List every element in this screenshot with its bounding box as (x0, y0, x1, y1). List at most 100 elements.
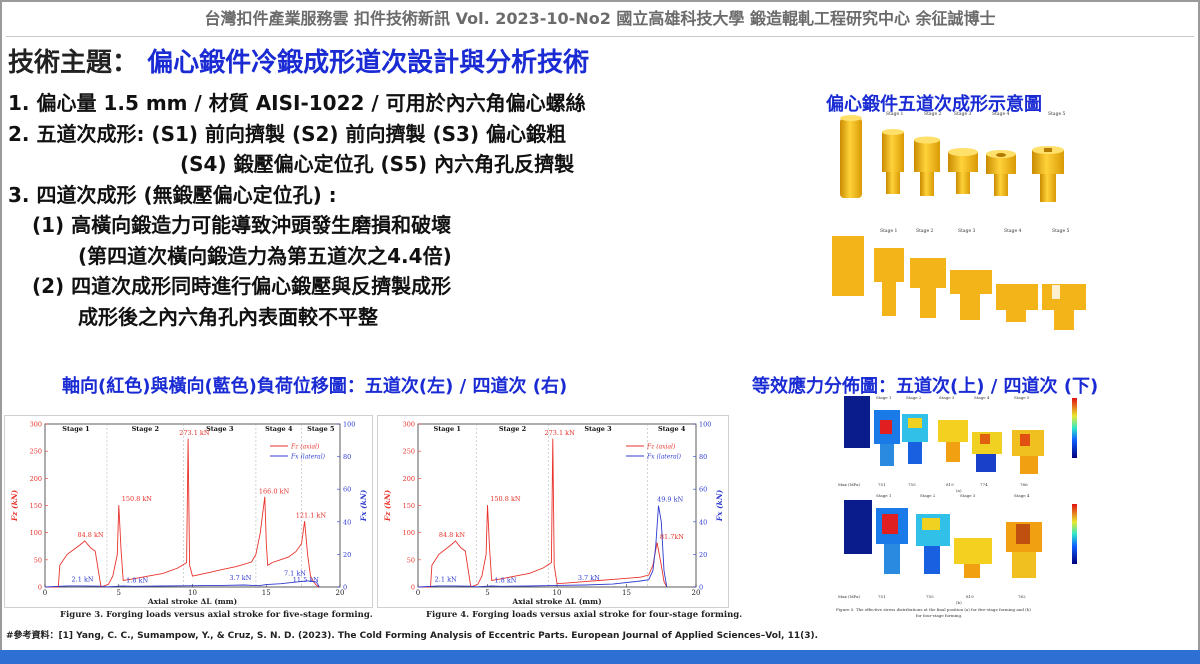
body-line-5: (1) 高橫向鍛造力可能導致沖頭發生磨損和破壞 (32, 213, 452, 237)
reference-text: #參考資料：[1] Yang, C. C., Sumampow, Y., & C… (6, 631, 819, 641)
schematic-stage-5: Stage 5 (1048, 111, 1066, 117)
stress-a-stage-3: Stage 3 (939, 395, 955, 400)
x-tick-label: 5 (485, 589, 489, 597)
stress-row-a (844, 396, 1044, 474)
legend-label: Fx (lateral) (646, 454, 682, 461)
schematic-stage-2: Stage 2 (924, 111, 942, 117)
stress-colorbar-a (1072, 398, 1077, 458)
stress-b-stage-4: Stage 4 (1014, 493, 1030, 498)
topic-line: 技術主題： 偏心鍛件冷鍛成形道次設計與分析技術 (8, 42, 589, 82)
stress-caption-line-1: Figure 5. The effective stress distribut… (836, 607, 1031, 612)
data-label: 273.1 kN (179, 429, 210, 437)
data-label: 1.8 kN (126, 577, 148, 585)
y-tick-label-right: 80 (699, 453, 707, 461)
x-tick-label: 5 (117, 589, 121, 597)
stress-a-val-4: 774 (980, 482, 988, 487)
y-tick-label-right: 100 (699, 421, 711, 429)
stress-a-stage-4: Stage 4 (974, 395, 990, 400)
y-axis-label-right: Fx (kN) (715, 489, 724, 522)
x-tick-label: 10 (553, 589, 562, 597)
y-tick-label-left: 50 (407, 556, 415, 564)
schematic-stage-5b: Stage 5 (1052, 228, 1070, 234)
stage-label: Stage 3 (584, 425, 612, 433)
stress-a-tag: (a) (956, 488, 962, 493)
y-tick-label-left: 150 (403, 502, 415, 510)
stress-caption-line-2: for four-stage forming. (916, 613, 962, 618)
series-line-lateral (44, 580, 320, 588)
load-chart-caption: 軸向(紅色)與橫向(藍色)負荷位移圖：五道次(左) / 四道次 (右) (62, 376, 568, 397)
data-label: 150.8 kN (122, 495, 153, 503)
schematic-stage-1: Stage 1 (886, 111, 904, 117)
stress-row-b (844, 500, 1042, 578)
y-tick-label-left: 200 (403, 475, 415, 483)
stress-a-val-1: 751 (878, 482, 886, 487)
y-tick-label-left: 250 (30, 448, 42, 456)
schematic-caption: 偏心鍛件五道次成形示意圖 (826, 94, 1042, 115)
y-tick-label-right: 20 (343, 551, 351, 559)
body-line-8: 成形後之內六角孔內表面較不平整 (78, 304, 378, 329)
five-stage-schematic: Stage 1 Stage 2 Stage 3 Stage 4 Stage 5 … (832, 111, 1086, 330)
y-axis-label-right: Fx (kN) (359, 489, 368, 522)
series-line-lateral (417, 505, 668, 588)
x-tick-label: 20 (336, 589, 345, 597)
data-label: 166.0 kN (259, 488, 290, 496)
stage-label: Stage 4 (265, 425, 293, 433)
y-tick-label-left: 50 (34, 556, 42, 564)
header-banner: 台灣扣件產業服務雲 扣件技術新訊 Vol. 2023-10-No2 國立高雄科技… (204, 9, 996, 28)
stage-label: Stage 1 (62, 425, 89, 433)
schematic-section-row (832, 236, 1086, 330)
y-tick-label-right: 40 (343, 518, 351, 526)
figure-3-caption: Figure 3. Forging loads versus axial str… (60, 610, 373, 620)
series-line-axial (45, 438, 320, 588)
y-tick-label-left: 0 (411, 584, 415, 592)
y-tick-label-left: 200 (30, 475, 42, 483)
x-tick-label: 10 (188, 589, 197, 597)
y-tick-label-right: 0 (699, 584, 703, 592)
stress-b-max-label: Max (MPa) (838, 594, 861, 599)
schematic-3d-row (840, 115, 1064, 202)
footer-bar (0, 650, 1200, 664)
stage-label: Stage 5 (307, 425, 335, 433)
legend-label: Fz (axial) (646, 444, 676, 451)
stress-b-val-3: 819 (966, 594, 974, 599)
y-tick-label-right: 100 (343, 421, 355, 429)
data-label: 81.7kN (660, 533, 684, 541)
y-tick-label-right: 40 (699, 518, 707, 526)
data-label: 121.1 kN (296, 511, 327, 519)
data-label: 2.1 kN (435, 576, 457, 584)
stress-distribution-figure: Stage 1 Stage 2 Stage 3 Stage 4 Stage 5 … (836, 395, 1077, 618)
stress-b-tag: (b) (956, 600, 962, 605)
stress-a-stage-5: Stage 5 (1014, 395, 1030, 400)
legend-label: Fx (lateral) (290, 454, 326, 461)
y-axis-label-left: Fz (kN) (383, 489, 392, 522)
body-line-6: (第四道次橫向鍛造力為第五道次之4.4倍) (78, 243, 452, 268)
x-tick-label: 20 (692, 589, 701, 597)
schematic-stage-4b: Stage 4 (1004, 228, 1022, 234)
body-line-4: 3. 四道次成形 (無鍛壓偏心定位孔) : (8, 182, 337, 207)
stress-a-stage-1: Stage 1 (876, 395, 891, 400)
body-line-3: (S4) 鍛壓偏心定位孔 (S5) 內六角孔反擠製 (180, 152, 575, 176)
stage-label: Stage 2 (499, 425, 526, 433)
stress-a-val-5: 766 (1020, 482, 1028, 487)
data-label: 2.1 kN (72, 576, 94, 584)
stage-label: Stage 3 (206, 425, 234, 433)
y-tick-label-left: 300 (30, 421, 42, 429)
stage-label: Stage 4 (658, 425, 686, 433)
data-label: 7.1 kN (284, 570, 306, 578)
stress-a-val-2: 755 (908, 482, 916, 487)
data-label: 84.8 kN (77, 531, 103, 539)
data-label: 150.8 kN (490, 495, 521, 503)
schematic-stage-1b: Stage 1 (880, 228, 898, 234)
y-tick-label-right: 80 (343, 453, 351, 461)
body-line-1: 1. 偏心量 1.5 mm / 材質 AISI-1022 / 可用於內六角偏心螺… (8, 91, 586, 115)
topic-label: 技術主題： (8, 48, 139, 78)
stress-a-val-3: 819 (946, 482, 954, 487)
x-tick-label: 0 (416, 589, 420, 597)
stage-label: Stage 1 (434, 425, 461, 433)
y-axis-label-left: Fz (kN) (10, 489, 19, 522)
x-axis-label: Axial stroke ΔL (mm) (147, 597, 237, 606)
data-label: 49.9 kN (657, 496, 683, 504)
stage-label: Stage 2 (132, 425, 159, 433)
header-divider (6, 36, 1194, 37)
